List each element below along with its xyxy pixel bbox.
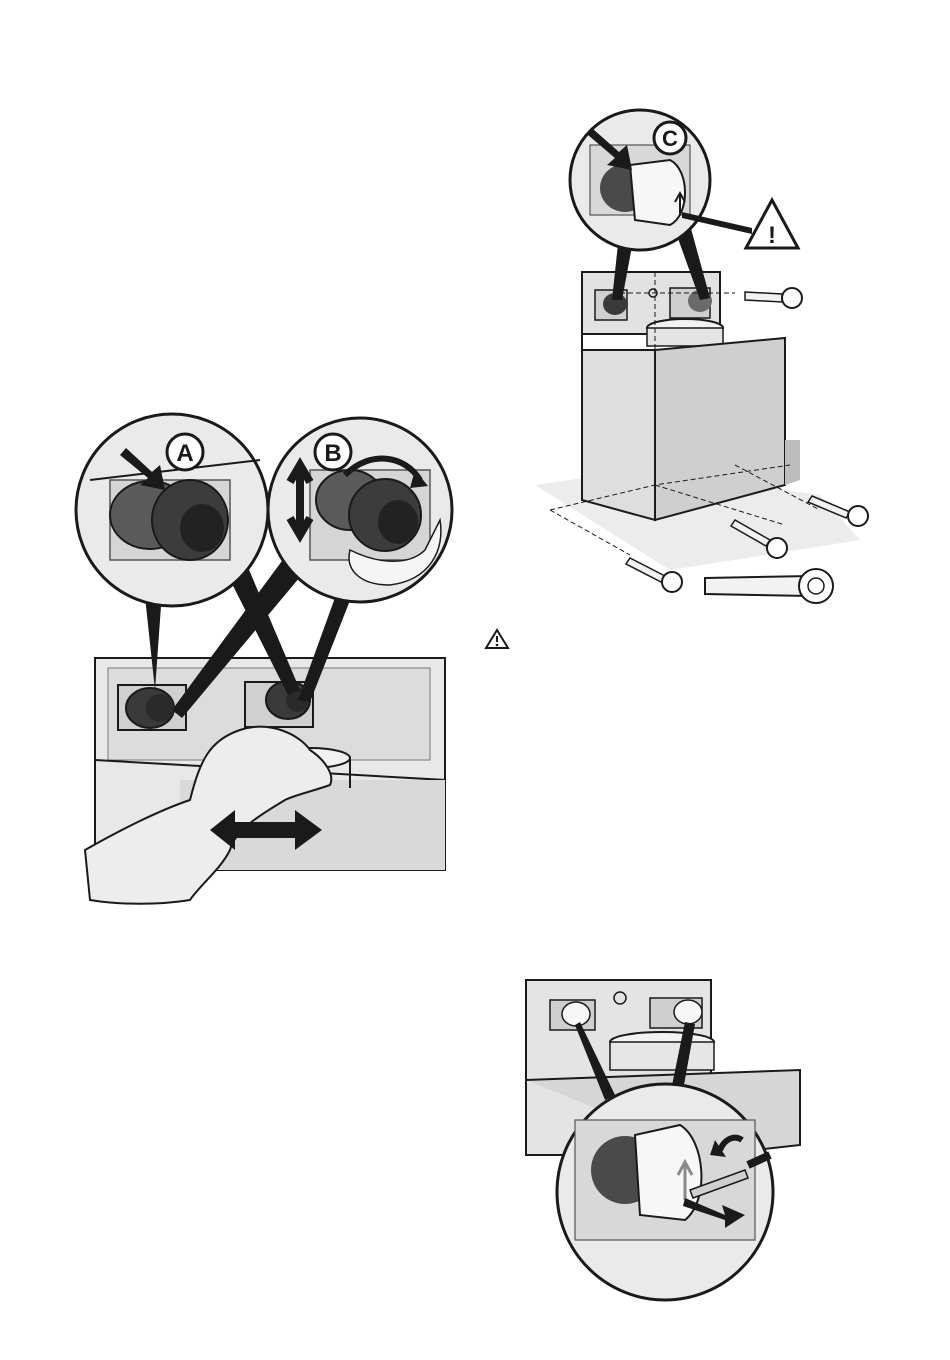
warning-triangle-icon (484, 628, 510, 650)
label-b: B (324, 440, 341, 467)
connection-release-figure (520, 960, 840, 1320)
warning-triangle-icon: ! (746, 200, 798, 249)
connection-figure-ab: A B (60, 400, 480, 920)
connection-figure-c: C ! (520, 100, 900, 620)
screw-top (745, 288, 802, 308)
detail-circle-b: B (268, 418, 452, 602)
label-c: C (662, 126, 678, 151)
label-a: A (176, 440, 193, 467)
detail-circle-release (557, 1084, 773, 1300)
warning-mark: ! (768, 222, 776, 249)
wall-plug-screw (705, 569, 833, 603)
detail-circle-a: A (76, 414, 268, 606)
detail-circle-c: C (570, 110, 710, 250)
